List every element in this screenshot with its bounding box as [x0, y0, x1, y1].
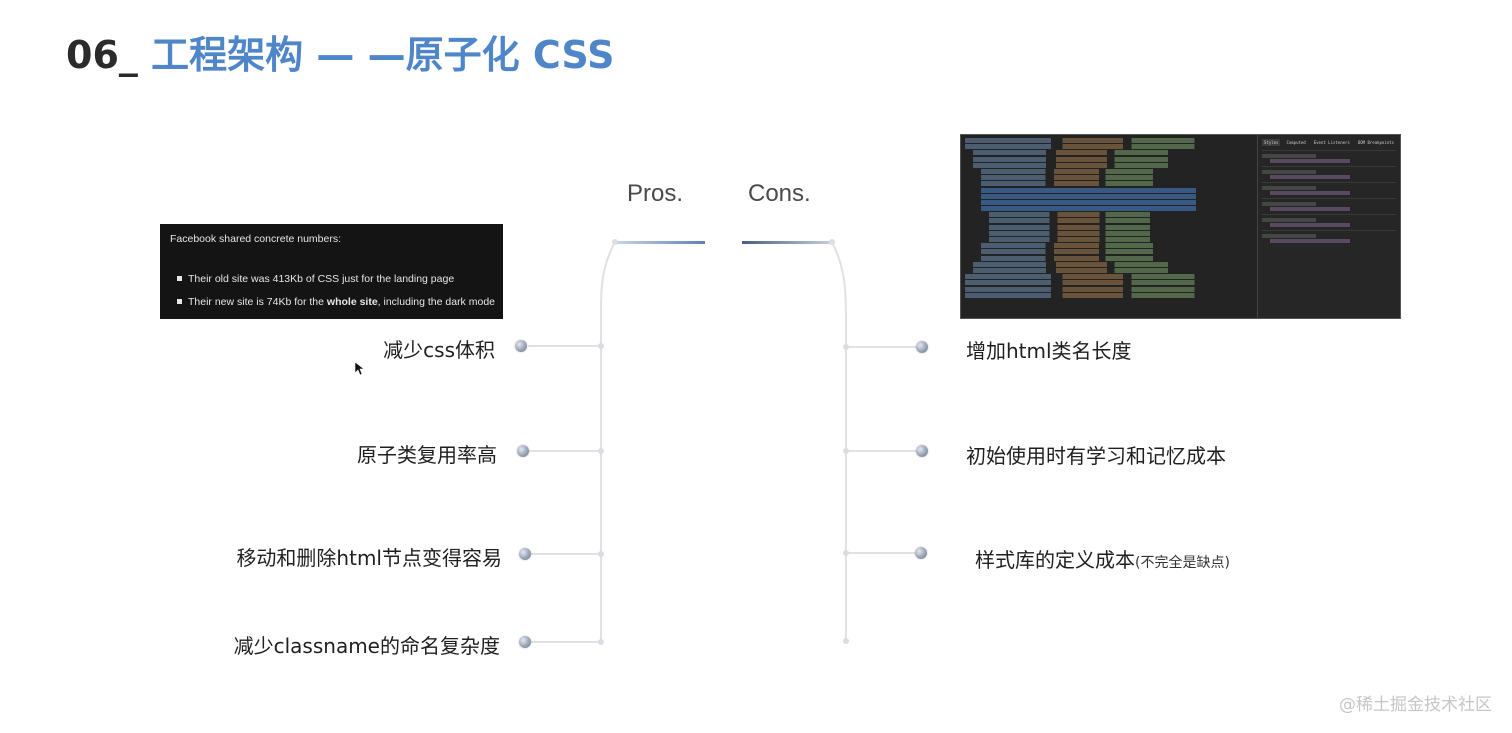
css-prop: [1270, 191, 1351, 195]
css-separator: [1262, 198, 1396, 199]
devtools-tab-dom-breakpoints: DOM Breakpoints: [1357, 140, 1394, 145]
watermark: @稀土掘金技术社区: [1339, 695, 1492, 715]
css-separator: [1262, 182, 1396, 183]
mouse-cursor-icon: [355, 362, 365, 376]
cons-item-3-note: (不完全是缺点): [1135, 555, 1230, 571]
code-line-selected: [981, 187, 1197, 193]
css-separator: [1262, 150, 1396, 151]
css-separator: [1262, 230, 1396, 231]
code-line: [973, 150, 1217, 156]
pros-trunk-line: [599, 241, 616, 641]
css-prop: [1270, 159, 1351, 163]
pros-accent-bar: [615, 241, 705, 244]
cons-item-3-dot: [915, 547, 927, 559]
code-line: [965, 138, 1252, 143]
code-line: [981, 243, 1197, 249]
devtools-tab-event-listeners: Event Listeners: [1313, 140, 1350, 145]
cons-branch-node-3: [843, 550, 849, 556]
code-line: [965, 292, 1252, 298]
slide-number: 06_: [66, 33, 138, 77]
code-line: [965, 144, 1252, 150]
devtools-styles-panel: Styles Computed Event Listeners DOM Brea…: [1257, 135, 1400, 318]
code-line: [973, 261, 1217, 267]
facebook-bullet-old-site-text: Their old site was 413Kb of CSS just for…: [188, 273, 455, 285]
pros-branch-node-1: [598, 343, 604, 349]
cons-trunk-end-node: [843, 638, 849, 644]
css-rule: [1262, 186, 1316, 190]
cons-item-2: 初始使用时有学习和记忆成本: [966, 440, 1226, 469]
code-line: [973, 267, 1217, 273]
cons-item-3: 样式库的定义成本(不完全是缺点): [975, 544, 1230, 573]
code-line: [981, 168, 1197, 174]
pros-item-2-dot: [517, 445, 529, 457]
code-line: [965, 280, 1252, 286]
code-line-selected: [981, 206, 1197, 212]
facebook-heading: Facebook shared concrete numbers:: [170, 233, 342, 245]
pros-branch-node-2: [598, 448, 604, 454]
pros-item-4-dot: [519, 636, 531, 648]
facebook-bullet-new-site: Their new site is 74Kb for the whole sit…: [170, 296, 495, 308]
devtools-tab-computed: Computed: [1286, 140, 1306, 145]
cons-trunk-line: [831, 241, 847, 641]
devtools-tab-styles: Styles: [1262, 139, 1281, 146]
css-separator: [1262, 214, 1396, 215]
cons-branch-node-1: [843, 344, 849, 350]
slide-heading: 工程架构 — —原子化 CSS: [151, 33, 615, 77]
pros-branch-node-3: [598, 551, 604, 557]
pros-item-4: 减少classname的命名复杂度: [233, 634, 500, 658]
pros-item-2: 原子类复用率高: [357, 443, 497, 467]
facebook-bullet-new-site-tail: , including the dark mode: [377, 296, 495, 308]
css-rule: [1262, 234, 1316, 238]
facebook-bullet-new-site-bold: whole site: [326, 296, 378, 308]
code-line: [989, 237, 1190, 242]
facebook-bullet-old-site: Their old site was 413Kb of CSS just for…: [170, 273, 493, 285]
css-prop: [1270, 239, 1351, 243]
cons-item-2-text: 初始使用时有学习和记忆成本: [966, 444, 1226, 468]
code-line-selected: [981, 199, 1197, 205]
cons-item-3-text: 样式库的定义成本: [975, 548, 1135, 572]
devtools-screenshot: Styles Computed Event Listeners DOM Brea…: [960, 134, 1401, 319]
cons-label: Cons.: [748, 180, 811, 207]
code-line: [973, 162, 1217, 168]
cons-accent-bar: [742, 241, 832, 244]
code-line: [981, 249, 1197, 255]
code-line: [981, 175, 1197, 181]
slide-title: 06_ 工程架构 — —原子化 CSS: [66, 24, 614, 79]
code-line: [989, 224, 1190, 230]
cons-item-1-dot: [916, 341, 928, 353]
cons-item-1: 增加html类名长度: [966, 335, 1132, 364]
code-line: [989, 212, 1190, 218]
devtools-elements-panel: [961, 135, 1256, 318]
pros-item-1: 减少css体积: [383, 338, 495, 362]
facebook-numbers-image: Facebook shared concrete numbers: Their …: [160, 224, 503, 319]
css-rule: [1262, 202, 1316, 206]
code-line: [989, 230, 1190, 236]
code-line: [973, 156, 1217, 162]
pros-item-1-dot: [515, 340, 527, 352]
cons-item-2-dot: [916, 445, 928, 457]
css-separator: [1262, 166, 1396, 167]
pros-branch-node-4: [598, 639, 604, 645]
cons-branch-node-2: [843, 448, 849, 454]
css-prop: [1270, 207, 1351, 211]
css-rule: [1262, 154, 1316, 158]
css-rule: [1262, 170, 1316, 174]
code-line-selected: [981, 193, 1197, 199]
pros-item-3-dot: [519, 548, 531, 560]
code-line: [981, 181, 1197, 187]
css-prop: [1270, 175, 1351, 179]
css-rule: [1262, 218, 1316, 222]
cons-item-1-text: 增加html类名长度: [966, 339, 1132, 363]
code-line: [965, 274, 1252, 280]
code-line: [989, 218, 1190, 224]
code-line: [965, 286, 1252, 292]
pros-item-3: 移动和删除html节点变得容易: [236, 546, 502, 570]
devtools-tabs: Styles Computed Event Listeners DOM Brea…: [1262, 139, 1396, 146]
facebook-bullet-new-site-text: Their new site is 74Kb for the: [188, 296, 327, 308]
css-prop: [1270, 223, 1351, 227]
pros-label: Pros.: [627, 180, 684, 207]
code-line: [981, 255, 1197, 261]
